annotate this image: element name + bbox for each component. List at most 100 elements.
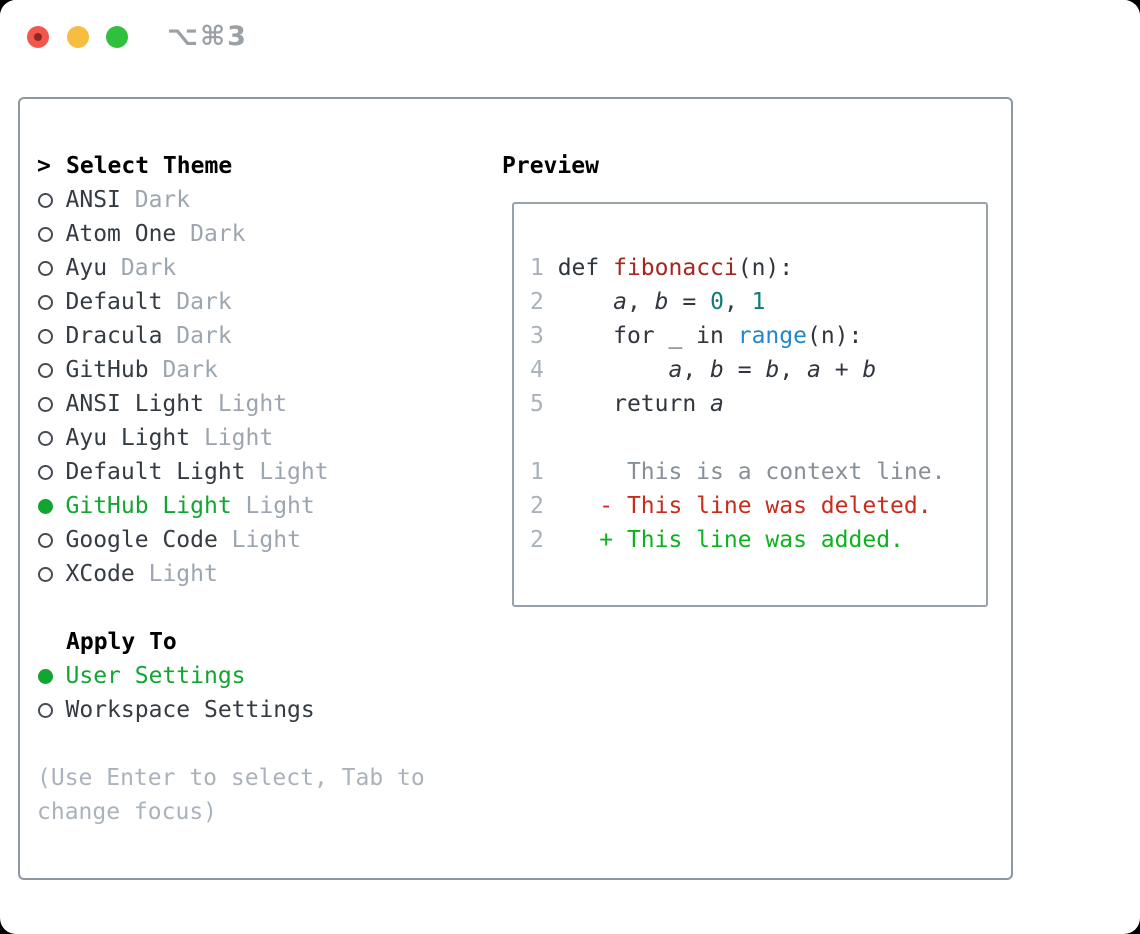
code-line	[530, 421, 945, 455]
theme-variant-label: Dark	[107, 255, 177, 281]
theme-variant-label: Light	[231, 493, 315, 519]
code-token-plain	[544, 289, 613, 315]
theme-option-label: Ayu	[65, 255, 108, 281]
theme-option-github[interactable]: GitHub Dark	[37, 353, 425, 387]
theme-option-xcode[interactable]: XCode Light	[37, 557, 425, 591]
code-token-context: This is a context line.	[543, 459, 946, 485]
code-token-plain: ,	[682, 357, 711, 383]
theme-option-label: ANSI Light	[65, 391, 204, 417]
spacer	[37, 591, 425, 625]
code-token-plain: return	[543, 391, 711, 417]
prompt-caret-icon: >	[37, 153, 51, 179]
theme-variant-label: Light	[190, 425, 274, 451]
theme-variant-label: Dark	[162, 323, 232, 349]
code-token-variable: b	[765, 357, 780, 383]
code-line: 2 a, b = 0, 1	[530, 285, 945, 319]
line-number: 1	[530, 459, 544, 485]
preview-header: Preview	[502, 153, 599, 179]
code-token-plain: (n):	[737, 255, 794, 281]
radio-selected-icon	[38, 498, 53, 514]
theme-option-ayu[interactable]: Ayu Dark	[37, 251, 425, 285]
code-line: 5 return a	[530, 387, 945, 421]
code-token-variable: a	[668, 357, 683, 383]
theme-variant-label: Light	[134, 561, 218, 587]
theme-option-label: Default Light	[65, 459, 246, 485]
theme-option-default-light[interactable]: Default Light Light	[37, 455, 425, 489]
line-number: 2	[530, 289, 544, 315]
apply-option-label: User Settings	[65, 663, 246, 689]
theme-option-label: ANSI	[65, 187, 121, 213]
radio-unselected-icon	[38, 532, 53, 548]
theme-variant-label: Light	[217, 527, 301, 553]
code-line: 1 This is a context line.	[530, 455, 945, 489]
help-text-line-1: (Use Enter to select, Tab to	[37, 765, 425, 791]
code-token-plain: (n):	[806, 323, 863, 349]
apply-section-title: Apply To	[66, 629, 177, 655]
theme-option-ansi-light[interactable]: ANSI Light Light	[37, 387, 425, 421]
radio-unselected-icon	[38, 226, 53, 242]
theme-variant-label: Dark	[162, 289, 232, 315]
apply-option-workspace-settings[interactable]: Workspace Settings	[37, 693, 425, 727]
radio-selected-icon	[38, 668, 53, 684]
theme-section-title: Select Theme	[66, 153, 233, 179]
theme-option-label: Default	[65, 289, 163, 315]
theme-option-label: Ayu Light	[65, 425, 191, 451]
radio-unselected-icon	[38, 566, 53, 582]
code-line: 3 for _ in range(n):	[530, 319, 945, 353]
theme-option-google-code[interactable]: Google Code Light	[37, 523, 425, 557]
code-token-plain: ,	[723, 289, 752, 315]
close-button-dot	[34, 33, 42, 41]
code-token-variable: b	[862, 357, 877, 383]
radio-unselected-icon	[38, 192, 53, 208]
code-token-function: fibonacci	[613, 255, 738, 281]
theme-option-ayu-light[interactable]: Ayu Light Light	[37, 421, 425, 455]
theme-option-ansi[interactable]: ANSI Dark	[37, 183, 425, 217]
code-token-deleted: - This line was deleted.	[543, 493, 932, 519]
maximize-button[interactable]	[106, 26, 128, 48]
code-token-variable: a	[807, 357, 821, 383]
apply-option-user-settings[interactable]: User Settings	[37, 659, 425, 693]
theme-option-label: Dracula	[65, 323, 163, 349]
code-token-plain: for _ in	[543, 323, 738, 349]
minimize-button[interactable]	[67, 26, 89, 48]
radio-unselected-icon	[38, 396, 53, 412]
theme-option-atom-one[interactable]: Atom One Dark	[37, 217, 425, 251]
radio-unselected-icon	[38, 362, 53, 378]
close-button[interactable]	[27, 26, 49, 48]
theme-variant-label: Dark	[176, 221, 246, 247]
theme-option-label: GitHub Light	[65, 493, 232, 519]
apply-option-label: Workspace Settings	[65, 697, 315, 723]
code-token-plain: def	[543, 255, 614, 281]
code-token-variable: b	[710, 357, 724, 383]
theme-option-dracula[interactable]: Dracula Dark	[37, 319, 425, 353]
theme-variant-label: Dark	[120, 187, 191, 213]
radio-unselected-icon	[38, 294, 53, 310]
code-line: 4 a, b = b, a + b	[530, 353, 945, 387]
line-number: 2	[530, 493, 544, 519]
theme-option-github-light[interactable]: GitHub Light Light	[37, 489, 425, 523]
code-token-plain: ,	[626, 289, 655, 315]
radio-unselected-icon	[38, 328, 53, 344]
code-token-plain: =	[668, 289, 711, 315]
code-token-variable: b	[654, 289, 669, 315]
code-token-plain: +	[820, 357, 863, 383]
theme-option-default[interactable]: Default Dark	[37, 285, 425, 319]
code-token-variable: a	[710, 391, 724, 417]
code-token-plain: ,	[779, 357, 808, 383]
code-line: 2 - This line was deleted.	[530, 489, 945, 523]
code-line: 1 def fibonacci(n):	[530, 251, 945, 285]
code-token-number: 0	[710, 289, 724, 315]
theme-variant-label: Light	[245, 459, 329, 485]
window-title: ⌥⌘3	[167, 21, 248, 52]
titlebar: ⌥⌘3	[0, 0, 1140, 75]
radio-unselected-icon	[38, 260, 53, 276]
radio-unselected-icon	[38, 702, 53, 718]
spacer	[37, 727, 425, 761]
theme-option-label: GitHub	[65, 357, 149, 383]
theme-section-header: > Select Theme	[37, 149, 425, 183]
